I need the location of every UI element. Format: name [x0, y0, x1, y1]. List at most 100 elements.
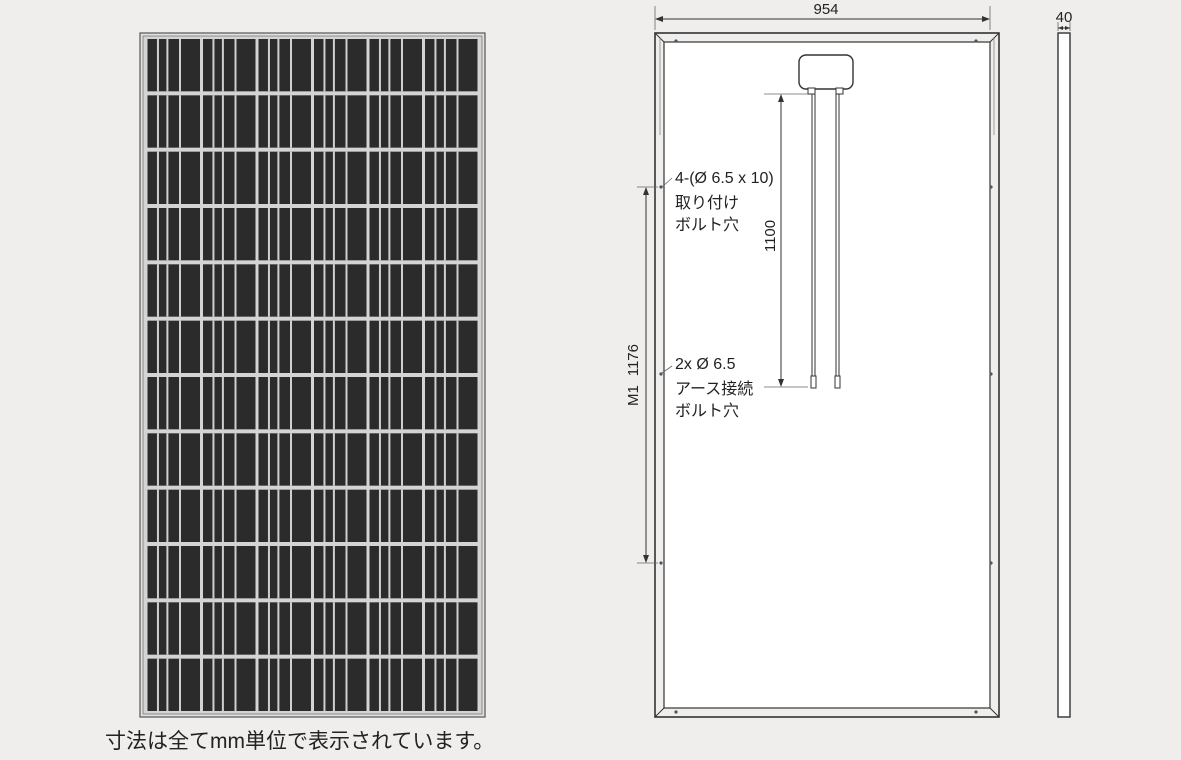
cell-busbar [277, 320, 280, 373]
cell-busbar [234, 658, 237, 711]
solar-cell [314, 658, 367, 711]
cell-busbar [290, 658, 292, 711]
cell-busbar [345, 320, 348, 373]
cell-busbar [234, 433, 237, 486]
solar-cell [203, 151, 256, 204]
cell-busbar [212, 39, 215, 92]
cell-busbar [179, 658, 181, 711]
cell-busbar [267, 433, 270, 486]
cell-busbar [345, 546, 348, 599]
solar-cell [258, 264, 311, 317]
cell-busbar [290, 208, 292, 261]
cell-busbar [332, 320, 335, 373]
cell-busbar [267, 95, 270, 148]
cell-busbar [378, 377, 381, 430]
cell-busbar [179, 39, 181, 92]
cell-busbar [323, 658, 326, 711]
cell-busbar [456, 658, 459, 711]
cell-busbar [332, 546, 335, 599]
cell-busbar [267, 320, 270, 373]
mounting-hole [659, 561, 663, 565]
frame-corner-tr [989, 32, 1000, 43]
cell-busbar [234, 377, 237, 430]
solar-cell [258, 39, 311, 92]
cell-busbar [345, 208, 348, 261]
cell-busbar [323, 208, 326, 261]
cell-busbar [179, 602, 181, 655]
solar-cell [147, 95, 200, 148]
cell-busbar [401, 602, 403, 655]
cell-busbar [290, 433, 292, 486]
cell-busbar [443, 489, 446, 542]
cell-busbar [443, 546, 446, 599]
cable-connector-right [834, 375, 841, 389]
cell-busbar [401, 658, 403, 711]
cell-busbar [332, 602, 335, 655]
frame-corner-tl [654, 32, 665, 43]
front-cell-grid [147, 39, 478, 711]
solar-cell [425, 151, 478, 204]
mounting-hole [989, 185, 993, 189]
cell-busbar [434, 489, 437, 542]
solar-cell [258, 320, 311, 373]
cell-busbar [212, 433, 215, 486]
solar-cell [147, 377, 200, 430]
solar-cell [258, 377, 311, 430]
cell-busbar [388, 264, 391, 317]
cell-busbar [456, 151, 459, 204]
cell-busbar [456, 433, 459, 486]
mounting-hole-label-line2: ボルト穴 [675, 216, 739, 234]
cell-busbar [443, 433, 446, 486]
cell-busbar [345, 433, 348, 486]
cell-busbar [434, 39, 437, 92]
cell-busbar [456, 546, 459, 599]
cell-busbar [323, 546, 326, 599]
cell-busbar [378, 39, 381, 92]
cell-busbar [388, 489, 391, 542]
cell-busbar [156, 39, 159, 92]
cell-busbar [212, 208, 215, 261]
cell-busbar [345, 95, 348, 148]
cell-busbar [221, 208, 224, 261]
cell-busbar [401, 489, 403, 542]
solar-cell [147, 546, 200, 599]
solar-cell [147, 433, 200, 486]
solar-cell [258, 433, 311, 486]
width-dim-arrow-right [982, 16, 990, 22]
cell-busbar [332, 264, 335, 317]
cell-busbar [179, 95, 181, 148]
ground-hole [989, 372, 993, 376]
cell-busbar [323, 433, 326, 486]
thickness-label: 40 [1056, 9, 1073, 26]
solar-cell [369, 95, 422, 148]
cell-busbar [267, 39, 270, 92]
solar-cell [314, 151, 367, 204]
cell-busbar [443, 39, 446, 92]
cable-length-label: 1100 [762, 220, 779, 252]
cell-busbar [179, 320, 181, 373]
cell-busbar [323, 264, 326, 317]
cell-busbar [290, 602, 292, 655]
cell-busbar [166, 602, 169, 655]
solar-cell [425, 264, 478, 317]
cell-busbar [290, 320, 292, 373]
width-label: 954 [813, 1, 838, 18]
mounting-hole [989, 561, 993, 565]
cell-busbar [323, 320, 326, 373]
cell-busbar [267, 489, 270, 542]
solar-cell [147, 489, 200, 542]
cell-busbar [434, 377, 437, 430]
cell-busbar [401, 546, 403, 599]
cell-busbar [323, 489, 326, 542]
cell-busbar [221, 264, 224, 317]
pitch-dim-arrow-bottom [643, 555, 649, 563]
cell-busbar [388, 546, 391, 599]
cell-busbar [212, 602, 215, 655]
thickness-dim-arrow-right [1065, 26, 1070, 30]
solar-cell [258, 208, 311, 261]
cell-busbar [277, 546, 280, 599]
cell-busbar [179, 377, 181, 430]
cell-busbar [378, 151, 381, 204]
cell-busbar [277, 658, 280, 711]
cell-busbar [388, 320, 391, 373]
